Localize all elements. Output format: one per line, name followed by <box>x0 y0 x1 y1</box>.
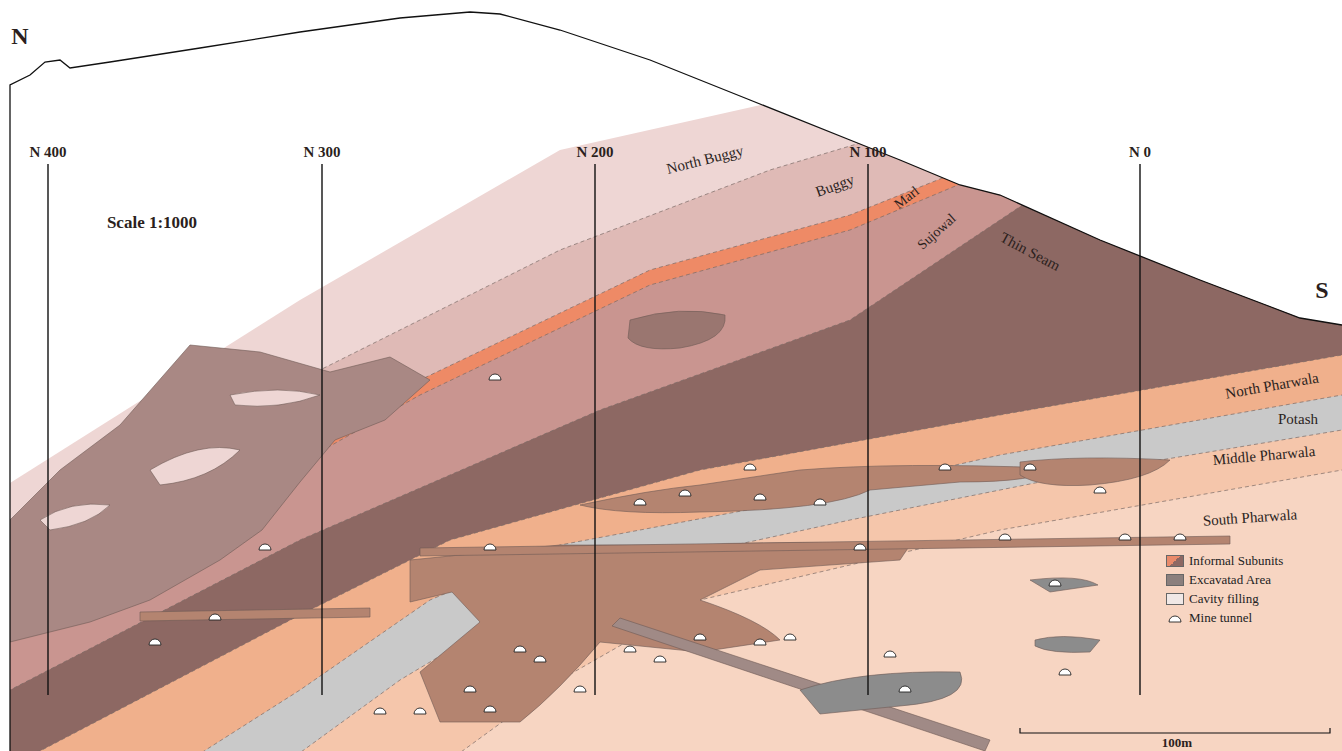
mine-tunnel <box>1094 487 1106 493</box>
mine-tunnel <box>754 494 766 500</box>
scale-length: 100m <box>1162 736 1192 749</box>
legend-entry: Excavatad Area <box>1166 572 1271 588</box>
section-label: N 0 <box>1129 145 1151 160</box>
rock-unit <box>0 40 1342 751</box>
legend-swatch <box>1166 593 1184 605</box>
legend-symbol <box>1166 612 1184 624</box>
mine-tunnel <box>484 706 496 712</box>
excavated-area <box>1035 637 1100 653</box>
mine-tunnel <box>534 656 546 662</box>
section-line <box>47 164 48 695</box>
mine-tunnel <box>574 686 586 692</box>
mine-tunnel <box>1059 669 1071 675</box>
legend-text: Excavatad Area <box>1189 572 1271 588</box>
excavated-area <box>1020 458 1170 486</box>
mine-tunnel <box>999 534 1011 540</box>
mine-tunnel <box>259 544 271 550</box>
legend-swatch <box>1166 574 1184 586</box>
mine-tunnel <box>514 646 526 652</box>
mine-tunnel <box>939 464 951 470</box>
rock-unit <box>190 395 1342 751</box>
legend-text: Cavity filling <box>1189 591 1259 607</box>
section-line <box>1139 164 1140 695</box>
unit-boundary <box>190 395 1342 751</box>
mine-tunnel <box>899 686 911 692</box>
mine-tunnel <box>784 634 796 640</box>
section-label: N 100 <box>849 145 886 160</box>
section-line <box>594 164 595 695</box>
mine-tunnel <box>489 374 501 380</box>
mine-tunnel <box>149 639 161 645</box>
legend-swatch <box>1166 555 1184 567</box>
mine-tunnel <box>1024 464 1036 470</box>
legend-text: Mine tunnel <box>1189 610 1252 626</box>
section-label: N 400 <box>29 145 66 160</box>
excavated-area <box>580 465 1050 512</box>
excavated-area <box>10 345 430 642</box>
south-arrow: S <box>1315 278 1328 302</box>
mine-tunnel <box>414 708 426 714</box>
mine-tunnel <box>679 490 691 496</box>
mine-tunnel <box>654 656 666 662</box>
unit-name: Potash <box>1278 412 1318 427</box>
mine-tunnel <box>484 544 496 550</box>
excavated-area <box>140 608 370 621</box>
mine-tunnel <box>634 499 646 505</box>
legend-entry: Cavity filling <box>1166 591 1259 607</box>
unit-boundary <box>290 430 1342 751</box>
excavated-area <box>800 672 962 714</box>
mine-tunnel <box>374 708 386 714</box>
scale-text: Scale 1:1000 <box>107 214 197 231</box>
mine-tunnel <box>624 646 636 652</box>
excavated-area <box>612 618 990 751</box>
ground-surface <box>10 12 1342 751</box>
section-label: N 300 <box>303 145 340 160</box>
mine-tunnel <box>1049 580 1061 586</box>
mine-tunnel <box>754 639 766 645</box>
mine-tunnel <box>814 499 826 505</box>
legend-entry: Mine tunnel <box>1166 610 1252 626</box>
section-label: N 200 <box>576 145 613 160</box>
excavated-area <box>420 536 1230 556</box>
rock-unit <box>290 430 1342 751</box>
legend-entry: Informal Subunits <box>1166 553 1283 569</box>
section-line <box>867 164 868 695</box>
section-line <box>321 164 322 695</box>
mine-tunnel <box>1119 534 1131 540</box>
mine-tunnel <box>744 464 756 470</box>
excavated-area <box>40 390 320 530</box>
north-arrow: N <box>11 24 28 48</box>
mine-tunnel <box>694 634 706 640</box>
mine-tunnel <box>884 651 896 657</box>
scale-bar <box>1020 728 1330 733</box>
mine-tunnel <box>464 686 476 692</box>
rock-unit <box>0 20 1342 751</box>
legend-text: Informal Subunits <box>1189 553 1283 569</box>
excavated-area <box>1030 578 1098 592</box>
excavated-area <box>628 311 725 349</box>
mine-tunnel <box>854 544 866 550</box>
mine-tunnel <box>1174 534 1186 540</box>
mine-tunnel <box>209 614 221 620</box>
